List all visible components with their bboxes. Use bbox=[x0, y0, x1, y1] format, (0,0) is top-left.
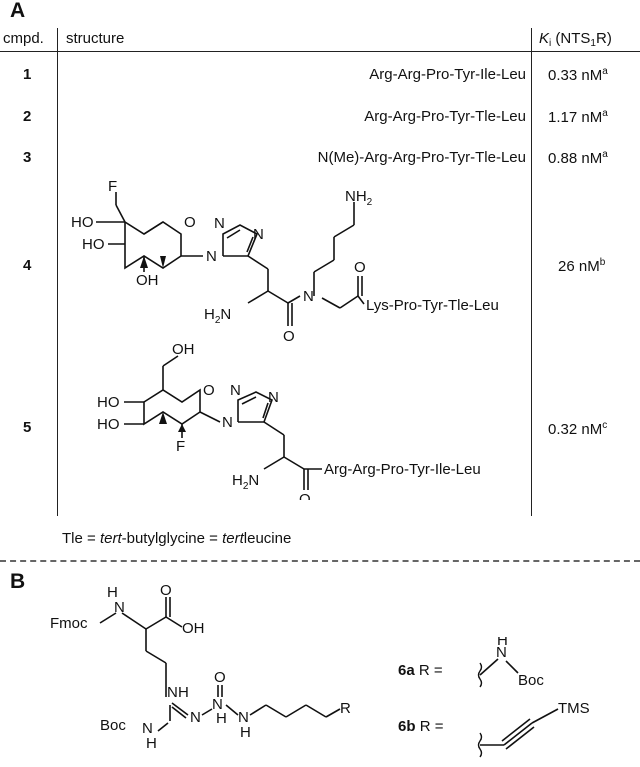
compound-5-structure: OH HO HO F O N N N H2N O Arg-Arg-Pro-Tyr… bbox=[97, 341, 481, 500]
compound-3-sequence: N(Me)-Arg-Arg-Pro-Tyr-Tle-Leu bbox=[317, 149, 526, 166]
svg-text:N: N bbox=[268, 389, 279, 406]
svg-text:N: N bbox=[114, 599, 125, 616]
tle-footnote: Tle = tert-butylglycine = tertleucine bbox=[62, 530, 292, 547]
svg-text:O: O bbox=[160, 585, 172, 599]
svg-text:H: H bbox=[178, 684, 189, 701]
panel-a-label: A bbox=[10, 0, 26, 22]
svg-text:HO: HO bbox=[71, 214, 94, 231]
svg-text:H: H bbox=[107, 585, 118, 601]
column-divider-left bbox=[57, 28, 58, 516]
compound-4-ki: 26 nMb bbox=[558, 257, 606, 275]
panel-b-label: B bbox=[10, 570, 26, 593]
variant-6a-substituent: N H Boc bbox=[477, 637, 544, 689]
compound-4-id: 4 bbox=[23, 257, 32, 274]
header-rule bbox=[0, 51, 640, 52]
svg-text:HO: HO bbox=[97, 416, 120, 433]
fluorine-label: F bbox=[108, 180, 117, 195]
svg-text:HO: HO bbox=[97, 394, 120, 411]
svg-text:N: N bbox=[238, 709, 249, 726]
svg-text:TMS: TMS bbox=[558, 700, 590, 717]
svg-text:O: O bbox=[203, 382, 215, 399]
svg-text:Boc: Boc bbox=[518, 672, 544, 689]
svg-text:O: O bbox=[184, 214, 196, 231]
svg-text:N: N bbox=[230, 382, 241, 399]
svg-text:O: O bbox=[299, 491, 311, 500]
svg-text:F: F bbox=[176, 438, 185, 455]
compound-2-ki: 1.17 nMa bbox=[548, 108, 608, 126]
svg-text:O: O bbox=[283, 328, 295, 345]
variant-6b: 6b R = bbox=[398, 718, 444, 735]
header-ki: Ki (NTS1R) bbox=[539, 30, 612, 49]
svg-text:O: O bbox=[214, 669, 226, 686]
compound-2-sequence: Arg-Arg-Pro-Tyr-Tle-Leu bbox=[364, 108, 526, 125]
svg-text:Boc: Boc bbox=[100, 717, 126, 734]
building-block-structure: Fmoc N H O OH N H Boc N H N O N H N H R bbox=[50, 585, 351, 752]
compound-4-sequence: Lys-Pro-Tyr-Tle-Leu bbox=[366, 297, 499, 314]
variant-6b-substituent: TMS bbox=[477, 700, 590, 758]
compound-1-ki: 0.33 nMa bbox=[548, 66, 608, 84]
svg-text:N: N bbox=[253, 226, 264, 243]
compound-5-id: 5 bbox=[23, 419, 32, 436]
header-compound: cmpd. bbox=[3, 30, 44, 47]
svg-text:H: H bbox=[146, 735, 157, 752]
svg-text:OH: OH bbox=[172, 341, 195, 358]
svg-text:N: N bbox=[303, 288, 314, 305]
compound-4-structure: F HO HO OH O N N N H2N N O O NH2 Lys-Pro… bbox=[71, 180, 499, 345]
svg-text:H: H bbox=[497, 637, 508, 649]
compound-5-ki: 0.32 nMc bbox=[548, 420, 608, 438]
compound-1-id: 1 bbox=[23, 66, 32, 83]
panel-separator bbox=[0, 560, 640, 562]
svg-text:OH: OH bbox=[182, 620, 205, 637]
svg-text:N: N bbox=[167, 684, 178, 701]
svg-text:H2N: H2N bbox=[232, 472, 259, 492]
variant-6a: 6a R = bbox=[398, 662, 443, 679]
svg-text:N: N bbox=[496, 644, 507, 661]
svg-text:OH: OH bbox=[136, 272, 159, 289]
svg-text:R: R bbox=[340, 700, 351, 717]
compound-2-id: 2 bbox=[23, 108, 32, 125]
svg-text:N: N bbox=[222, 414, 233, 431]
svg-text:N: N bbox=[190, 709, 201, 726]
svg-text:O: O bbox=[354, 259, 366, 276]
svg-text:NH2: NH2 bbox=[345, 188, 373, 208]
svg-text:N: N bbox=[206, 248, 217, 265]
svg-text:N: N bbox=[214, 215, 225, 232]
header-structure: structure bbox=[66, 30, 125, 47]
column-divider-right bbox=[531, 28, 532, 516]
compound-3-id: 3 bbox=[23, 149, 32, 166]
svg-text:N: N bbox=[142, 720, 153, 737]
svg-text:H2N: H2N bbox=[204, 306, 231, 326]
svg-text:Fmoc: Fmoc bbox=[50, 615, 88, 632]
svg-text:H: H bbox=[216, 710, 227, 727]
svg-text:H: H bbox=[240, 724, 251, 741]
svg-text:N: N bbox=[212, 696, 223, 713]
compound-1-sequence: Arg-Arg-Pro-Tyr-Ile-Leu bbox=[369, 66, 526, 83]
compound-5-sequence: Arg-Arg-Pro-Tyr-Ile-Leu bbox=[324, 461, 481, 478]
compound-3-ki: 0.88 nMa bbox=[548, 149, 608, 167]
svg-text:HO: HO bbox=[82, 236, 105, 253]
